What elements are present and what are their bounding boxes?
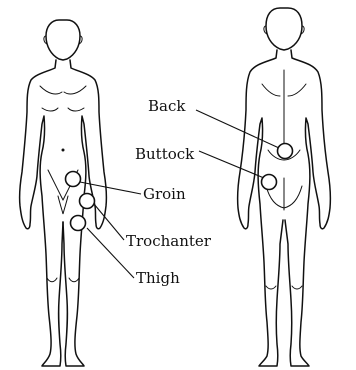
thigh-marker [71,216,86,231]
buttock-marker [262,175,277,190]
trochanter-label: Trochanter [126,232,212,250]
back-leader-line [196,110,279,148]
buttock-leader-line [199,151,264,178]
front-head [46,20,80,60]
front-body-left [20,60,63,366]
back-body-right [285,50,330,366]
groin-leader-line [80,182,141,194]
back-head [266,8,302,50]
thigh-label: Thigh [136,269,180,287]
back-body-figure [238,8,331,366]
front-body-figure [20,20,107,366]
groin-label: Groin [143,185,186,203]
groin-marker [66,172,81,187]
trochanter-marker [80,194,95,209]
back-body-left [238,50,283,366]
back-marker [278,144,293,159]
buttock-label: Buttock [135,145,195,163]
front-body-right [63,60,106,366]
trochanter-leader-line [94,204,124,240]
back-label: Back [148,97,186,115]
